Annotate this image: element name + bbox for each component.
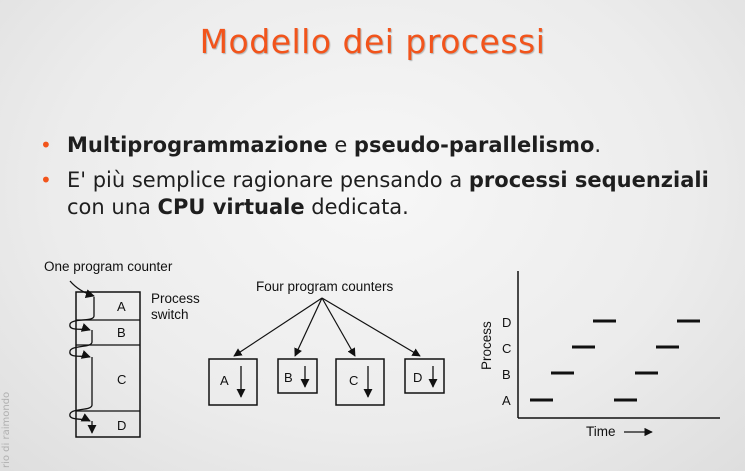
bullet-item: • E' più semplice ragionare pensando a pr…: [40, 167, 720, 221]
timeline-diagram: Process D C B A Time: [479, 271, 720, 439]
block-label: A: [117, 299, 126, 314]
process-switch-label: Process: [151, 291, 200, 306]
watermark: rio di raimondo: [1, 391, 12, 468]
row-label: D: [502, 315, 511, 330]
bullet-dot-icon: •: [40, 133, 52, 157]
row-label: B: [502, 367, 511, 382]
process-box: [404, 358, 445, 394]
process-box-label: D: [413, 370, 422, 385]
process-box: [277, 358, 318, 394]
bold-text: pseudo-parallelismo: [353, 133, 595, 157]
row-label: A: [502, 393, 511, 408]
four-counters-label: Four program counters: [256, 279, 394, 294]
slide-title: Modello dei processi: [199, 22, 546, 61]
process-box: [335, 358, 385, 406]
counter-pointer-arrow: [69, 280, 95, 299]
bullet-text: E' più semplice ragionare pensando a pro…: [67, 168, 709, 219]
bullet-item: • Multiprogrammazione e pseudo-parallelis…: [40, 132, 720, 159]
one-counter-label: One program counter: [44, 259, 173, 274]
text-run: con una: [67, 195, 158, 219]
text-run: .: [594, 133, 602, 157]
process-box-label: A: [220, 373, 229, 388]
bullet-dot-icon: •: [40, 168, 52, 192]
text-run: e: [327, 133, 354, 157]
text-run: E' più semplice ragionare pensando a: [67, 168, 469, 192]
bold-text: processi sequenziali: [468, 168, 709, 192]
bold-text: CPU virtuale: [157, 195, 305, 219]
bullet-text: Multiprogrammazione e pseudo-parallelism…: [67, 133, 601, 157]
row-label: C: [502, 341, 511, 356]
memory-column: [75, 291, 141, 438]
block-label: D: [117, 418, 126, 433]
one-counter-diagram: One program counter A B C D Process swit…: [44, 259, 200, 438]
process-box: [208, 358, 258, 406]
block-label: C: [117, 372, 126, 387]
process-switch-label: switch: [151, 307, 189, 322]
four-counters-diagram: Four program counters A B C D: [208, 279, 445, 406]
x-axis-label: Time: [586, 424, 616, 439]
process-box-label: B: [284, 370, 293, 385]
y-axis-label: Process: [479, 321, 494, 370]
bold-text: Multiprogrammazione: [67, 133, 328, 157]
process-box-label: C: [349, 373, 358, 388]
block-label: B: [117, 325, 126, 340]
switch-arrow: [69, 330, 93, 359]
text-run: dedicata.: [304, 195, 409, 219]
switch-arrow: [69, 357, 93, 422]
switch-arrow: [69, 297, 95, 332]
bullet-list: • Multiprogrammazione e pseudo-parallelis…: [40, 132, 720, 229]
